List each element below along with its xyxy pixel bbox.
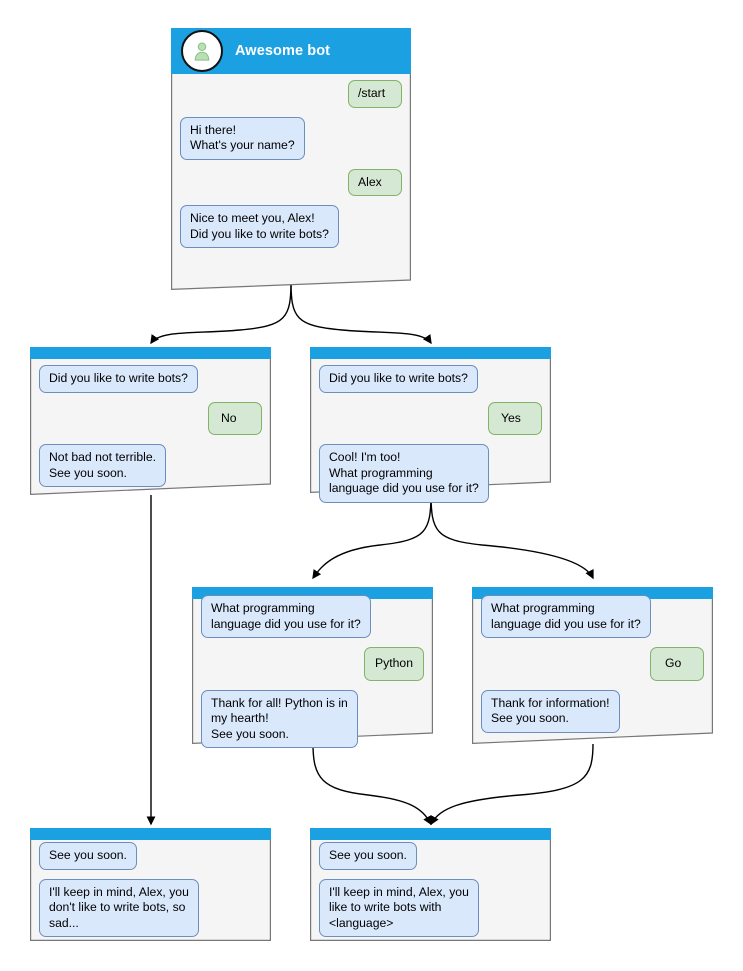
chat-card-yes-branch[interactable]: Did you like to write bots? Yes Cool! I'… [310,347,551,503]
message-row: I'll keep in mind, Alex, you like to wri… [319,878,542,937]
chat-card-no-branch[interactable]: Did you like to write bots? No Not bad n… [30,347,271,495]
message-row: Not bad not terrible. See you soon. [39,444,262,487]
message-row: What programming language did you use fo… [481,595,704,638]
edge-root-to-no [150,280,292,345]
bot-message-bubble: Not bad not terrible. See you soon. [39,444,167,487]
person-avatar-icon [181,30,223,72]
chat-card-go-branch[interactable]: What programming language did you use fo… [472,587,713,744]
message-row: See you soon. [39,842,262,870]
message-row: See you soon. [319,842,542,870]
chat-card-end-sad[interactable]: See you soon. I'll keep in mind, Alex, y… [30,828,271,941]
card-header-no-branch [30,347,271,359]
message-row: Nice to meet you, Alex! Did you like to … [180,205,402,248]
message-row: Hi there! What's your name? [180,116,402,160]
message-row: Did you like to write bots? [39,365,262,393]
message-row: Alex [180,168,402,196]
message-row: I'll keep in mind, Alex, you don't like … [39,878,262,937]
card-header-yes-branch [310,347,551,359]
bot-message-bubble: Nice to meet you, Alex! Did you like to … [180,205,339,248]
user-message-bubble[interactable]: No [208,401,262,435]
bot-message-bubble: Thank for all! Python is in my hearth! S… [201,689,358,748]
bot-title: Awesome bot [235,43,331,59]
card-body-end-sad: See you soon. I'll keep in mind, Alex, y… [30,840,271,947]
bot-message-bubble: Hi there! What's your name? [180,116,305,160]
bot-message-bubble: What programming language did you use fo… [201,595,371,638]
message-row: /start [180,80,402,108]
bot-message-bubble: What programming language did you use fo… [481,595,651,638]
bot-message-bubble: See you soon. [319,842,417,870]
card-header-root: Awesome bot [171,28,411,74]
edge-go-to-end-happy [430,743,594,826]
message-row: No [39,401,262,435]
card-body-python-branch: What programming language did you use fo… [192,595,433,758]
bot-message-bubble: Did you like to write bots? [39,365,198,393]
bot-message-bubble: Cool! I'm too! What programming language… [319,444,489,503]
card-body-no-branch: Did you like to write bots? No Not bad n… [30,359,271,497]
chat-card-python-branch[interactable]: What programming language did you use fo… [192,587,433,748]
card-header-end-sad [30,828,271,840]
message-row: Yes [319,401,542,435]
bot-message-bubble: Did you like to write bots? [319,365,478,393]
card-header-end-happy [310,828,551,840]
card-body-go-branch: What programming language did you use fo… [472,595,713,743]
card-body-yes-branch: Did you like to write bots? Yes Cool! I'… [310,359,551,513]
bot-message-bubble: I'll keep in mind, Alex, you like to wri… [319,878,479,937]
card-body-end-happy: See you soon. I'll keep in mind, Alex, y… [310,840,551,947]
message-row: Go [481,647,704,681]
message-row: Thank for all! Python is in my hearth! S… [201,689,424,748]
message-row: Cool! I'm too! What programming language… [319,444,542,503]
bot-message-bubble: I'll keep in mind, Alex, you don't like … [39,878,199,937]
message-row: Thank for information! See you soon. [481,689,704,733]
bot-message-bubble: Thank for information! See you soon. [481,689,620,733]
bot-message-bubble: See you soon. [39,842,137,870]
chat-card-end-happy[interactable]: See you soon. I'll keep in mind, Alex, y… [310,828,551,941]
edge-root-to-yes [290,280,432,345]
user-message-bubble[interactable]: /start [348,80,402,108]
user-message-bubble[interactable]: Python [364,647,424,681]
user-message-bubble[interactable]: Go [650,647,704,681]
chat-card-root[interactable]: Awesome bot /start Hi there! What's your… [171,28,411,290]
user-message-bubble[interactable]: Alex [348,168,402,196]
user-message-bubble[interactable]: Yes [488,401,542,435]
message-row: Did you like to write bots? [319,365,542,393]
message-row: Python [201,647,424,681]
card-body-root: /start Hi there! What's your name? Alex … [171,74,411,258]
message-row: What programming language did you use fo… [201,595,424,638]
